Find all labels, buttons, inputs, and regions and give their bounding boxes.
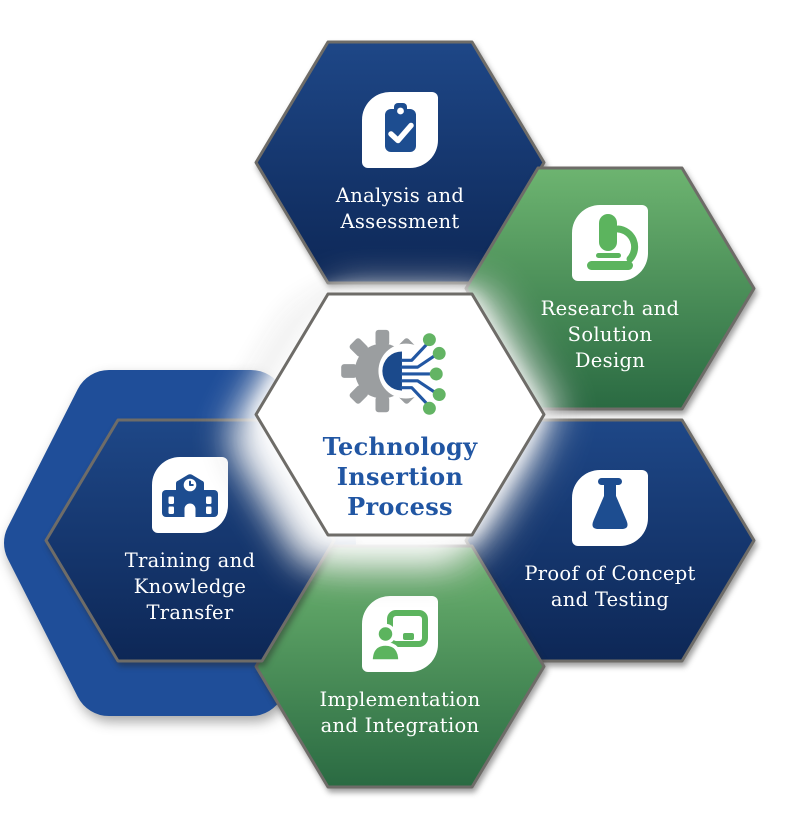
hexagon-research-solution-design: Research and Solution Design [464,165,756,412]
step-label-implementation: Implementation and Integration [319,688,481,737]
hexagon-shape [44,418,336,663]
hexagon-proof-of-concept: Proof of Concept and Testing [464,417,756,664]
hexagon-analysis-assessment: Analysis and Assessment [254,39,546,286]
step-label-proof: Proof of Concept and Testing [524,562,696,611]
clipboard-check-icon [362,92,438,169]
flask-icon [572,470,648,547]
hexagon-training-knowledge-transfer: Training and Knowledge Transfer [44,417,336,664]
microscope-icon [572,205,648,282]
hexagon-center-title: Technology Insertion Process [254,291,546,538]
school-building-icon [152,457,228,534]
step-label-analysis: Analysis and Assessment [335,184,465,233]
center-title: Technology Insertion Process [322,431,478,521]
step-label-training: Training and Knowledge Transfer [124,549,256,624]
hexagon-shape [254,292,546,537]
gear-circuit-icon [341,329,446,415]
presenter-screen-icon [362,596,438,673]
hexagon-implementation-integration: Implementation and Integration [254,543,546,790]
step-label-research: Research and Solution Design [540,297,680,372]
